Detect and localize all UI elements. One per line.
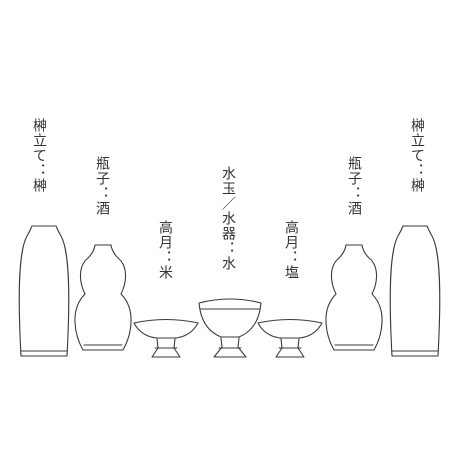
gourd-bottle-icon bbox=[325, 244, 383, 351]
label-heishi-right: 瓶子：酒 bbox=[346, 156, 362, 216]
sakaki-vase-icon bbox=[389, 225, 441, 357]
label-takatsuki-rice: 高月：米 bbox=[157, 220, 173, 280]
label-heishi-left: 瓶子：酒 bbox=[94, 156, 110, 216]
label-mizutama: 水玉／水器：水 bbox=[220, 166, 236, 271]
label-takatsuki-salt: 高月：塩 bbox=[283, 220, 299, 280]
label-sakaki-left: 榊立て：榊 bbox=[31, 118, 47, 193]
label-sakaki-right: 榊立て：榊 bbox=[409, 118, 425, 193]
pedestal-dish-icon bbox=[257, 318, 323, 358]
sakaki-vase-icon bbox=[18, 225, 70, 357]
gourd-bottle-icon bbox=[74, 244, 132, 351]
water-bowl-icon bbox=[198, 298, 262, 358]
pedestal-dish-icon bbox=[133, 318, 199, 358]
